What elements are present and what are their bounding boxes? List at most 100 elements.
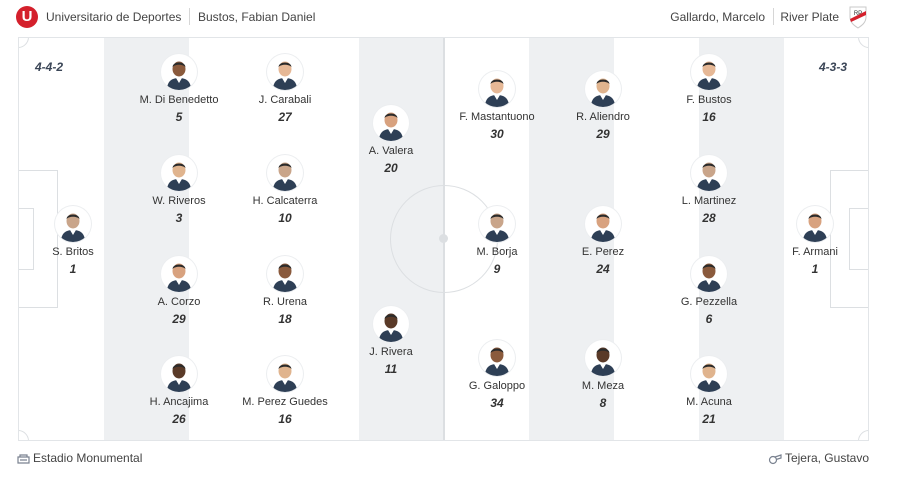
player-name: J. Rivera: [369, 346, 413, 358]
player-avatar[interactable]: [585, 206, 621, 242]
player-name: M. Meza: [581, 380, 625, 392]
player-number: 1: [69, 262, 77, 276]
player-card[interactable]: F. Mastantuono 30: [442, 71, 552, 141]
left-penalty-box: [19, 170, 58, 308]
player-card[interactable]: G. Pezzella 6: [654, 256, 764, 326]
player-number: 6: [705, 312, 713, 326]
player-avatar[interactable]: [797, 206, 833, 242]
player-name: M. Borja: [476, 246, 518, 258]
player-number: 20: [384, 161, 398, 175]
away-team-name[interactable]: River Plate: [780, 10, 839, 24]
player-name: H. Calcaterra: [252, 195, 318, 207]
header-divider: [773, 8, 774, 25]
stadium-icon: [17, 452, 30, 468]
player-name: M. Di Benedetto: [139, 94, 219, 106]
player-number: 21: [702, 412, 716, 426]
player-avatar[interactable]: [373, 306, 409, 342]
player-avatar[interactable]: [479, 71, 515, 107]
away-coach-name[interactable]: Gallardo, Marcelo: [670, 10, 765, 24]
player-number: 11: [384, 362, 398, 376]
player-avatar[interactable]: [267, 256, 303, 292]
player-number: 27: [278, 110, 292, 124]
player-avatar[interactable]: [161, 155, 197, 191]
player-avatar[interactable]: [691, 356, 727, 392]
whistle-icon: [768, 452, 782, 468]
player-name: F. Bustos: [686, 94, 732, 106]
player-avatar[interactable]: [267, 155, 303, 191]
left-goal-box: [19, 208, 34, 270]
player-avatar[interactable]: [161, 256, 197, 292]
player-avatar[interactable]: [691, 54, 727, 90]
player-card[interactable]: M. Borja 9: [442, 206, 552, 276]
player-avatar[interactable]: [585, 340, 621, 376]
away-formation: 4-3-3: [819, 60, 848, 74]
player-name: S. Britos: [52, 246, 94, 258]
player-number: 16: [702, 110, 716, 124]
player-avatar[interactable]: [585, 71, 621, 107]
player-name: F. Mastantuono: [459, 111, 535, 123]
universitario-logo-icon: U: [16, 6, 38, 28]
player-card[interactable]: M. Di Benedetto 5: [124, 54, 234, 124]
right-goal-box: [849, 208, 868, 270]
player-card[interactable]: R. Urena 18: [230, 256, 340, 326]
player-card[interactable]: J. Carabali 27: [230, 54, 340, 124]
player-card[interactable]: M. Acuna 21: [654, 356, 764, 426]
player-avatar[interactable]: [267, 54, 303, 90]
home-formation: 4-4-2: [35, 60, 64, 74]
player-name: E. Perez: [581, 246, 625, 258]
player-name: R. Urena: [262, 296, 308, 308]
player-name: L. Martinez: [681, 195, 737, 207]
player-avatar[interactable]: [691, 256, 727, 292]
center-spot: [439, 234, 448, 243]
player-card[interactable]: E. Perez 24: [548, 206, 658, 276]
player-avatar[interactable]: [161, 54, 197, 90]
river-plate-logo-icon: RP: [847, 5, 869, 29]
player-name: F. Armani: [792, 246, 838, 258]
player-number: 29: [172, 312, 186, 326]
player-card[interactable]: J. Rivera 11: [336, 306, 446, 376]
player-name: A. Corzo: [157, 296, 201, 308]
player-name: G. Pezzella: [680, 296, 738, 308]
player-name: M. Acuna: [686, 396, 732, 408]
player-number: 1: [811, 262, 819, 276]
player-card[interactable]: L. Martinez 28: [654, 155, 764, 225]
home-coach-name[interactable]: Bustos, Fabian Daniel: [198, 10, 316, 24]
player-avatar[interactable]: [479, 206, 515, 242]
player-card[interactable]: M. Perez Guedes 16: [230, 356, 340, 426]
player-number: 18: [278, 312, 292, 326]
referee-name[interactable]: Tejera, Gustavo: [784, 451, 869, 465]
player-name: M. Perez Guedes: [242, 396, 328, 408]
player-avatar[interactable]: [373, 105, 409, 141]
player-card[interactable]: F. Armani 1: [760, 206, 868, 276]
player-number: 24: [596, 262, 610, 276]
player-card[interactable]: F. Bustos 16: [654, 54, 764, 124]
player-avatar[interactable]: [691, 155, 727, 191]
lineup-header: U Universitario de Deportes Bustos, Fabi…: [0, 0, 897, 34]
player-number: 30: [490, 127, 504, 141]
player-number: 16: [278, 412, 292, 426]
player-avatar[interactable]: [479, 340, 515, 376]
player-name: H. Ancajima: [149, 396, 209, 408]
player-card[interactable]: S. Britos 1: [19, 206, 128, 276]
player-number: 28: [702, 211, 716, 225]
svg-text:RP: RP: [854, 11, 862, 17]
header-divider: [189, 8, 190, 25]
player-number: 5: [175, 110, 183, 124]
player-card[interactable]: A. Corzo 29: [124, 256, 234, 326]
player-number: 9: [493, 262, 501, 276]
home-team-name[interactable]: Universitario de Deportes: [46, 10, 182, 24]
player-avatar[interactable]: [267, 356, 303, 392]
player-name: G. Galoppo: [468, 380, 526, 392]
referee-info: Tejera, Gustavo: [768, 451, 869, 468]
player-name: J. Carabali: [258, 94, 312, 106]
player-avatar[interactable]: [55, 206, 91, 242]
player-avatar[interactable]: [161, 356, 197, 392]
